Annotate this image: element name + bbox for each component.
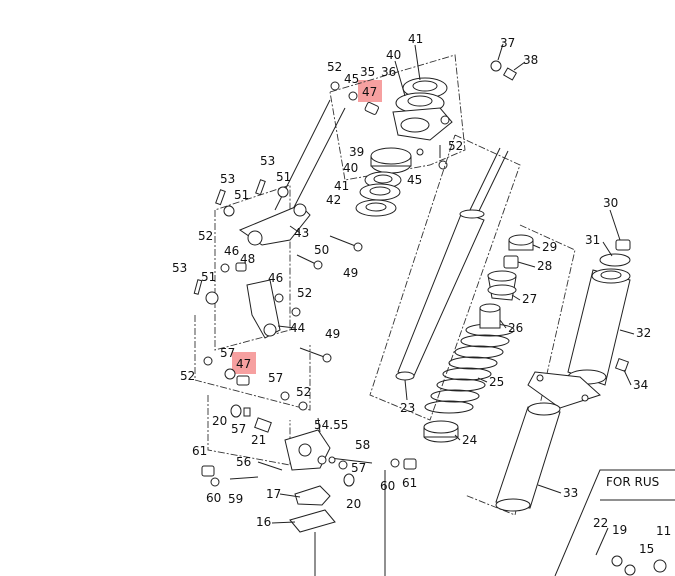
- part-labels: 41 37 38 40 52 45 35 36 47 52 45 39 40 4…: [172, 32, 671, 556]
- label-56: 56: [236, 455, 251, 469]
- label-52-f: 52: [296, 385, 311, 399]
- label-53-c: 53: [172, 261, 187, 275]
- label-57-c: 57: [231, 422, 246, 436]
- label-29: 29: [542, 240, 557, 254]
- label-32: 32: [636, 326, 651, 340]
- label-39: 39: [349, 145, 364, 159]
- label-33: 33: [563, 486, 578, 500]
- label-46-b: 46: [268, 271, 283, 285]
- label-51-b: 51: [276, 170, 291, 184]
- swing-arm-group: [193, 179, 363, 363]
- label-58: 58: [355, 438, 370, 452]
- label-51-a: 51: [234, 188, 249, 202]
- label-35: 35: [360, 65, 375, 79]
- label-26: 26: [508, 321, 523, 335]
- label-16: 16: [256, 515, 271, 529]
- label-19: 19: [612, 523, 627, 537]
- label-61-a: 61: [192, 444, 207, 458]
- label-52-d: 52: [297, 286, 312, 300]
- label-11: 11: [656, 524, 671, 538]
- inset-label: FOR RUS: [606, 475, 659, 489]
- label-52-a: 52: [327, 60, 342, 74]
- label-47-highlighted-lower: 47: [236, 357, 251, 371]
- label-15: 15: [639, 542, 654, 556]
- label-57-a: 57: [220, 346, 235, 360]
- label-45-b: 45: [407, 173, 422, 187]
- label-20-a: 20: [212, 414, 227, 428]
- fork-assembly: [369, 134, 521, 443]
- label-40-b: 40: [343, 161, 358, 175]
- label-60-a: 60: [206, 491, 221, 505]
- label-50: 50: [314, 243, 329, 257]
- label-17: 17: [266, 487, 281, 501]
- label-41-top: 41: [408, 32, 423, 46]
- lower-linkage-group: [194, 315, 417, 576]
- label-23: 23: [400, 401, 415, 415]
- label-52-c: 52: [198, 229, 213, 243]
- label-48: 48: [240, 252, 255, 266]
- label-51-c: 51: [201, 270, 216, 284]
- boot-assembly: [495, 239, 631, 512]
- label-31: 31: [585, 233, 600, 247]
- highlight-box-47-lower: [232, 352, 256, 374]
- label-53-b: 53: [260, 154, 275, 168]
- label-36: 36: [381, 65, 396, 79]
- label-25: 25: [489, 375, 504, 389]
- label-42: 42: [326, 193, 341, 207]
- label-37: 37: [500, 36, 515, 50]
- label-41-b: 41: [334, 179, 349, 193]
- label-21: 21: [251, 433, 266, 447]
- label-27: 27: [522, 292, 537, 306]
- label-49-a: 49: [343, 266, 358, 280]
- label-60-b: 60: [380, 479, 395, 493]
- label-52-b: 52: [448, 139, 463, 153]
- label-22: 22: [593, 516, 608, 530]
- label-54-55: 54.55: [314, 418, 348, 432]
- label-49-b: 49: [325, 327, 340, 341]
- label-43: 43: [294, 226, 309, 240]
- label-57-b: 57: [268, 371, 283, 385]
- label-38: 38: [523, 53, 538, 67]
- label-52-e: 52: [180, 369, 195, 383]
- label-46-a: 46: [224, 244, 239, 258]
- bearing-stack: [355, 147, 412, 217]
- label-44: 44: [290, 321, 305, 335]
- label-30: 30: [603, 196, 618, 210]
- label-28: 28: [537, 259, 552, 273]
- label-57-d: 57: [351, 461, 366, 475]
- inset-box: [554, 469, 675, 576]
- label-40-top: 40: [386, 48, 401, 62]
- label-45-a: 45: [344, 72, 359, 86]
- label-53-a: 53: [220, 172, 235, 186]
- label-59: 59: [228, 492, 243, 506]
- label-34: 34: [633, 378, 648, 392]
- label-24: 24: [462, 433, 477, 447]
- highlight-box-47-top: [358, 80, 382, 102]
- label-20-b: 20: [346, 497, 361, 511]
- label-61-b: 61: [402, 476, 417, 490]
- leader-lines: [271, 44, 635, 524]
- label-47-highlighted-top: 47: [362, 85, 377, 99]
- upper-bracket-group: [274, 43, 526, 216]
